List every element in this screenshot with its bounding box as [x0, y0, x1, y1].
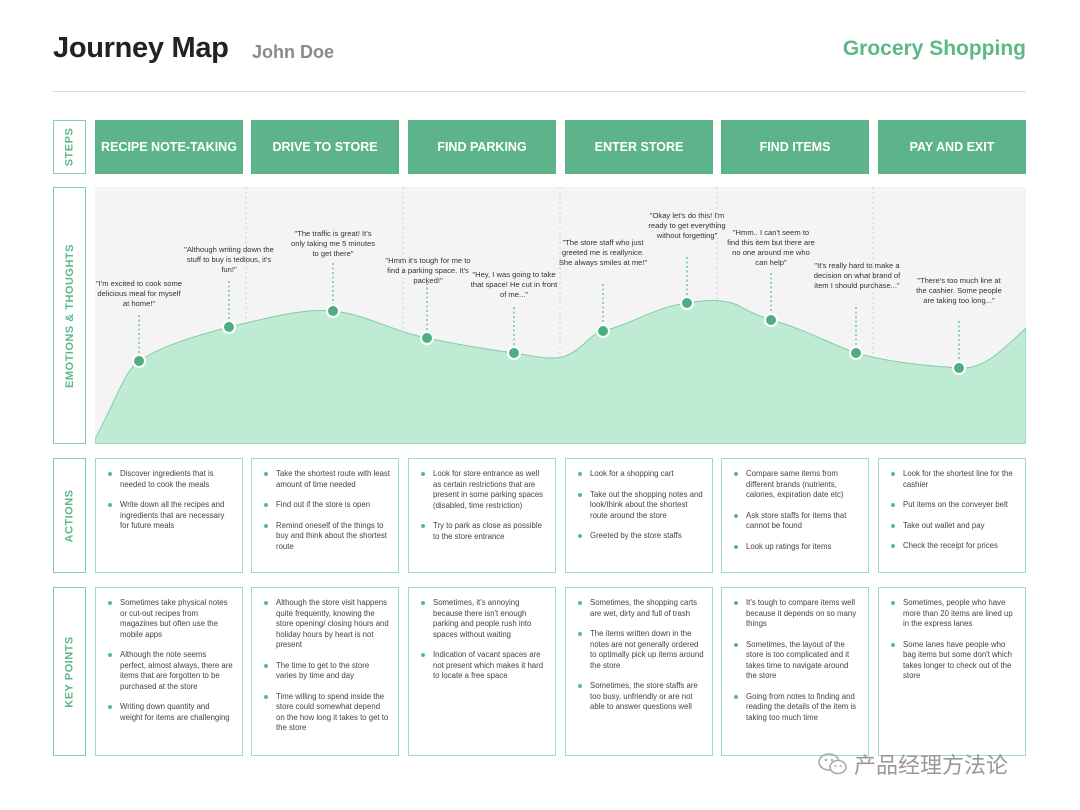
- step-drive-to-store: DRIVE TO STORE: [251, 120, 399, 174]
- row-label-key-points: KEY POINTS: [53, 587, 86, 756]
- emotion-point: [132, 354, 146, 368]
- list-item: The items written down in the notes are …: [576, 629, 704, 671]
- emotion-points: [132, 296, 966, 375]
- list-item: Find out if the store is open: [262, 500, 390, 511]
- keypoints-cell-drive: Although the store visit happens quite f…: [251, 587, 399, 756]
- emotion-point: [326, 304, 340, 318]
- list-item: Time willing to spend inside the store c…: [262, 692, 390, 734]
- list-item: Sometimes, the layout of the store is to…: [732, 640, 860, 682]
- list-item: The time to get to the store varies by t…: [262, 661, 390, 682]
- actions-cell-pay: Look for the shortest line for the cashi…: [878, 458, 1026, 573]
- guide-lines: [138, 257, 960, 364]
- step-enter-store: ENTER STORE: [565, 120, 713, 174]
- emotion-quote: "It's really hard to make a decision on …: [813, 261, 901, 290]
- list-item: Writing down quantity and weight for ite…: [106, 702, 234, 723]
- person-name: John Doe: [252, 42, 335, 62]
- keypoints-cell-recipe: Sometimes take physical notes or cut-out…: [95, 587, 243, 756]
- keypoints-cell-pay: Sometimes, people who have more than 20 …: [878, 587, 1026, 756]
- list-item: Take the shortest route with least amoun…: [262, 469, 390, 490]
- list-item: Greeted by the store staffs: [576, 531, 704, 542]
- list-item: Sometimes take physical notes or cut-out…: [106, 598, 234, 640]
- emotions-panel: [95, 187, 1026, 444]
- list-item: Take out the shopping notes and look/thi…: [576, 490, 704, 522]
- list-item: Sometimes, it's annoying because there i…: [419, 598, 547, 640]
- emotion-point: [596, 324, 610, 338]
- watermark-text: 产品经理方法论: [854, 753, 1009, 778]
- emotion-point: [849, 346, 863, 360]
- list-item: Try to park as close as possible to the …: [419, 521, 547, 542]
- step-recipe-note-taking: RECIPE NOTE-TAKING: [95, 120, 243, 174]
- list-item: Check the receipt for prices: [889, 541, 1017, 552]
- emotion-quote: "I'm excited to cook some delicious meal…: [95, 279, 183, 308]
- list-item: Sometimes, people who have more than 20 …: [889, 598, 1017, 630]
- actions-cell-recipe: Discover ingredients that is needed to c…: [95, 458, 243, 573]
- list-item: Ask store staffs for items that cannot b…: [732, 511, 860, 532]
- list-item: Indication of vacant spaces are not pres…: [419, 650, 547, 682]
- list-item: Discover ingredients that is needed to c…: [106, 469, 234, 490]
- keypoints-cell-enter: Sometimes, the shopping carts are wet, d…: [565, 587, 713, 756]
- list-item: Some lanes have people who bag items but…: [889, 640, 1017, 682]
- row-label-emotions: EMOTIONS & THOUGHTS: [53, 187, 86, 444]
- emotion-quote: "Hmm it's tough for me to find a parking…: [385, 256, 471, 285]
- emotion-quote: "The store staff who just greeted me is …: [558, 238, 648, 267]
- watermark: 产品经理方法论: [818, 748, 1008, 780]
- list-item: Remind oneself of the things to buy and …: [262, 521, 390, 553]
- keypoints-cell-parking: Sometimes, it's annoying because there i…: [408, 587, 556, 756]
- list-item: Write down all the recipes and ingredien…: [106, 500, 234, 532]
- actions-cell-parking: Look for store entrance as well as certa…: [408, 458, 556, 573]
- step-find-items: FIND ITEMS: [721, 120, 869, 174]
- list-item: Look for a shopping cart: [576, 469, 704, 480]
- journey-topic: Grocery Shopping: [842, 37, 1026, 60]
- emotion-point: [680, 296, 694, 310]
- list-item: Look up ratings for items: [732, 542, 860, 553]
- emotion-quote: "Hmm.. I can't seem to find this item bu…: [727, 228, 815, 267]
- actions-cell-drive: Take the shortest route with least amoun…: [251, 458, 399, 573]
- actions-cell-enter: Look for a shopping cart Take out the sh…: [565, 458, 713, 573]
- row-label-actions: ACTIONS: [53, 458, 86, 573]
- list-item: Look for store entrance as well as certa…: [419, 469, 547, 511]
- wechat-icon: [818, 753, 847, 775]
- step-pay-and-exit: PAY AND EXIT: [878, 120, 1026, 174]
- emotion-point: [764, 313, 778, 327]
- emotion-point: [507, 346, 521, 360]
- list-item: Sometimes, the store staffs are too busy…: [576, 681, 704, 713]
- list-item: Although the note seems perfect, almost …: [106, 650, 234, 692]
- emotion-quote: "Hey, I was going to take that space! He…: [470, 270, 558, 299]
- page-title: Journey Map: [53, 32, 229, 64]
- row-label-steps: STEPS: [53, 120, 86, 174]
- emotion-quote: "The traffic is great! It's only taking …: [291, 229, 375, 258]
- emotion-curve-chart: [95, 187, 1026, 444]
- list-item: Sometimes, the shopping carts are wet, d…: [576, 598, 704, 619]
- list-item: Put items on the conveyer belt: [889, 500, 1017, 511]
- emotion-quote: "There's too much line at the cashier. S…: [916, 276, 1002, 305]
- emotion-point: [420, 331, 434, 345]
- emotion-quote: "Although writing down the stuff to buy …: [184, 245, 274, 274]
- list-item: Take out wallet and pay: [889, 521, 1017, 532]
- emotion-point: [952, 361, 966, 375]
- keypoints-cell-find-items: It's tough to compare items well because…: [721, 587, 869, 756]
- actions-cell-find-items: Compare same items from different brands…: [721, 458, 869, 573]
- header-divider: [53, 91, 1026, 92]
- list-item: Going from notes to finding and reading …: [732, 692, 860, 724]
- list-item: Compare same items from different brands…: [732, 469, 860, 501]
- step-find-parking: FIND PARKING: [408, 120, 556, 174]
- list-item: It's tough to compare items well because…: [732, 598, 860, 630]
- emotion-point: [222, 320, 236, 334]
- list-item: Although the store visit happens quite f…: [262, 598, 390, 651]
- emotion-quote: "Okay let's do this! I'm ready to get ev…: [648, 211, 726, 240]
- list-item: Look for the shortest line for the cashi…: [889, 469, 1017, 490]
